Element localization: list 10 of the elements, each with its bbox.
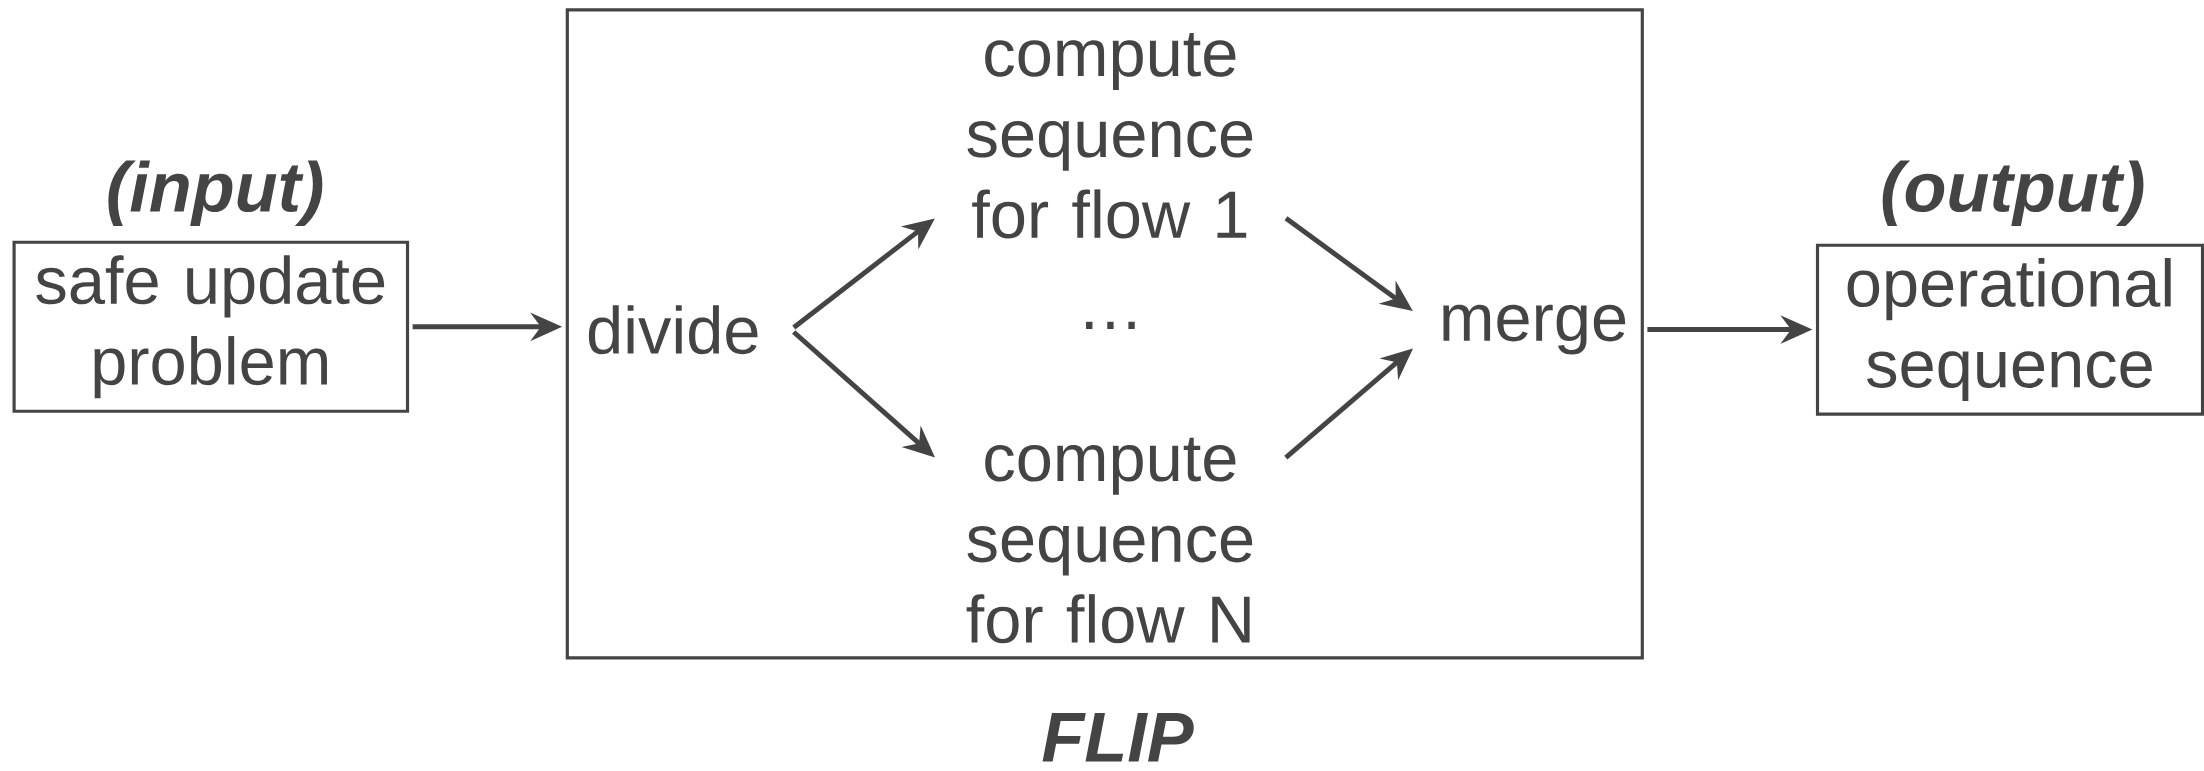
process-box: operational sequence bbox=[1815, 243, 2204, 416]
heading: (output) bbox=[1882, 160, 2144, 227]
process-box: safe update problem bbox=[12, 240, 410, 413]
step-text: compute sequence for flow N bbox=[966, 437, 1253, 644]
heading: (input) bbox=[108, 160, 323, 227]
ellipsis: … bbox=[1086, 321, 1135, 329]
step-text: divide bbox=[588, 305, 758, 355]
step-text: merge bbox=[1443, 304, 1626, 355]
step-text: compute sequence for flow 1 bbox=[967, 32, 1253, 239]
heading: FLIP bbox=[1042, 713, 1194, 762]
